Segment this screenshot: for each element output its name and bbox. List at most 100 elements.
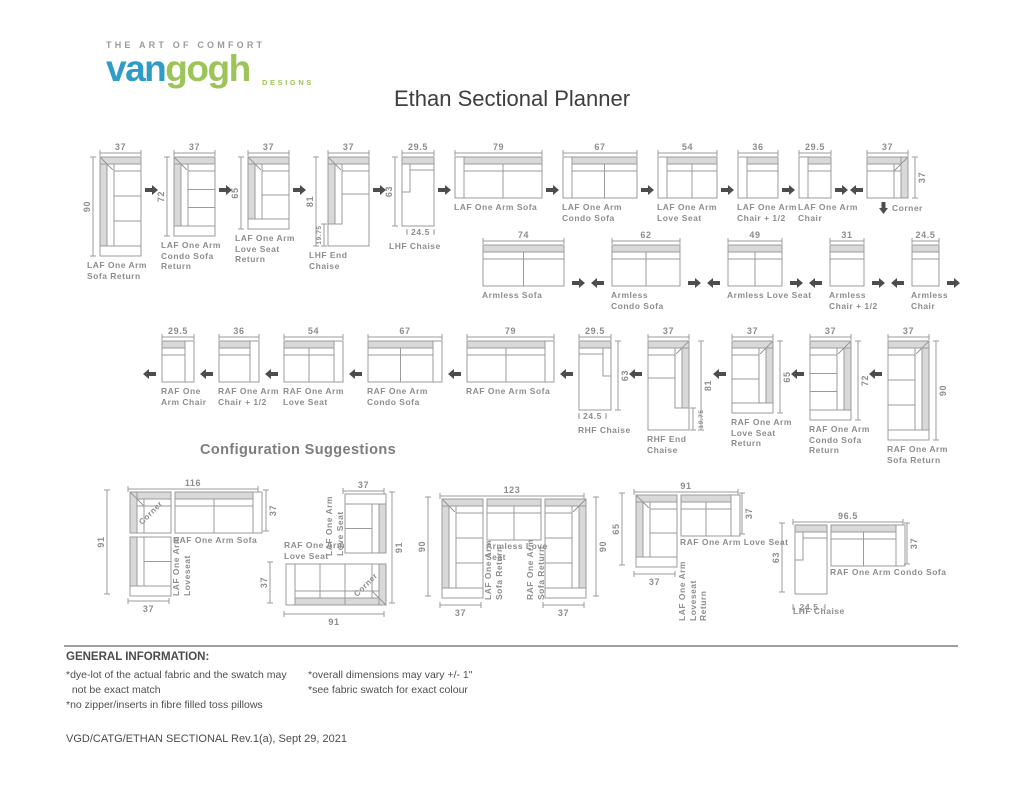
piece-label: LAF One Arm Chair + 1/2 xyxy=(737,202,797,223)
svg-text:96.5: 96.5 xyxy=(838,511,858,521)
svg-text:24.5: 24.5 xyxy=(583,411,602,421)
page-title: Ethan Sectional Planner xyxy=(393,86,631,111)
dimension: 37 xyxy=(339,480,388,498)
piece-label: LAF One Arm Love Seat Return xyxy=(235,233,295,264)
dimension: 91 xyxy=(386,491,406,604)
document-reference: VGD/CATG/ETHAN SECTIONAL Rev.1(a), Sept … xyxy=(66,733,347,745)
dimension: 91 xyxy=(93,489,113,595)
piece-label: LAF One Arm Sofa Return xyxy=(87,260,147,281)
svg-text:65: 65 xyxy=(782,371,792,382)
svg-text:49: 49 xyxy=(749,230,760,240)
svg-text:90: 90 xyxy=(417,541,427,552)
flow-arrow-left-icon xyxy=(349,366,362,384)
flow-arrow-left-icon xyxy=(629,366,642,384)
svg-text:37: 37 xyxy=(558,608,569,618)
raf-one-arm-love-seat xyxy=(284,562,347,607)
dimension: 63 xyxy=(768,522,788,593)
piece-label: Armless Chair xyxy=(911,290,949,311)
svg-text:72: 72 xyxy=(860,375,870,386)
piece-label: LAF One Arm Condo Sofa xyxy=(562,202,622,223)
dimension: 37 xyxy=(630,571,679,589)
brand-designs: DESIGNS xyxy=(262,78,314,87)
flow-arrow-right-icon xyxy=(145,182,158,200)
flow-arrow-left-icon xyxy=(791,366,804,384)
raf-one-arm-sofa xyxy=(173,490,264,535)
general-info-notes-right: *overall dimensions may vary +/- 1"*see … xyxy=(308,668,473,698)
flow-arrow-right-icon xyxy=(782,182,795,200)
piece-label: RAF One Arm Chair + 1/2 xyxy=(218,386,279,407)
svg-text:37: 37 xyxy=(143,604,154,614)
svg-text:91: 91 xyxy=(328,617,339,627)
svg-text:81: 81 xyxy=(703,380,713,391)
piece-label: LAF One Arm Condo Sofa Return xyxy=(161,240,221,271)
dimension: 91 xyxy=(280,611,388,629)
brand-van: van xyxy=(106,48,167,89)
svg-text:91: 91 xyxy=(394,542,404,553)
svg-text:37: 37 xyxy=(744,508,754,519)
svg-text:63: 63 xyxy=(620,370,630,381)
piece-label-vertical: LAF One Arm Loveseat xyxy=(171,536,192,596)
svg-text:24.5: 24.5 xyxy=(800,602,819,612)
flow-arrow-left-icon xyxy=(869,366,882,384)
svg-text:36: 36 xyxy=(233,326,244,336)
flow-arrow-left-icon xyxy=(707,275,720,293)
piece-label: LAF One Arm Chair xyxy=(798,202,858,223)
svg-text:37: 37 xyxy=(189,142,200,152)
svg-text:63: 63 xyxy=(384,186,394,197)
piece-label: RHF Chaise xyxy=(578,425,631,435)
flow-arrow-right-icon xyxy=(790,275,803,293)
piece-label: Armless Sofa xyxy=(482,290,543,300)
svg-text:37: 37 xyxy=(909,538,919,549)
dimension: 90 xyxy=(414,496,434,597)
svg-text:90: 90 xyxy=(938,385,948,396)
svg-text:19.75: 19.75 xyxy=(316,225,323,244)
svg-text:91: 91 xyxy=(96,536,106,547)
dimension: 37 xyxy=(539,602,588,620)
flow-arrow-right-icon xyxy=(641,182,654,200)
svg-text:63: 63 xyxy=(771,552,781,563)
info-note: *see fabric swatch for exact colour xyxy=(308,684,468,696)
brand-logo: THE ART OF COMFORT vangogh DESIGNS xyxy=(106,40,314,89)
flow-arrow-right-icon xyxy=(721,182,734,200)
svg-text:90: 90 xyxy=(598,541,608,552)
laf-one-arm-loveseat-return xyxy=(634,493,679,569)
svg-text:79: 79 xyxy=(505,326,516,336)
config-suggestions-heading: Configuration Suggestions xyxy=(200,442,397,458)
flow-arrow-right-icon xyxy=(835,182,848,200)
svg-text:54: 54 xyxy=(308,326,319,336)
piece-label: RAF One Arm Love Seat xyxy=(283,386,344,407)
info-note: *no zipper/inserts in fibre filled toss … xyxy=(66,699,263,711)
laf-one-arm-sofa-return xyxy=(440,497,485,600)
piece-label-vertical: LAF One Arm Loveseat Return xyxy=(677,561,708,621)
flow-arrow-right-icon xyxy=(219,182,232,200)
dimension: 123 xyxy=(436,485,588,503)
brand-gogh: gogh xyxy=(165,48,251,89)
svg-text:37: 37 xyxy=(882,142,893,152)
flow-arrow-right-icon xyxy=(373,182,386,200)
svg-text:37: 37 xyxy=(343,142,354,152)
flow-arrow-left-icon xyxy=(713,366,726,384)
svg-text:37: 37 xyxy=(259,577,269,588)
svg-text:29.5: 29.5 xyxy=(408,142,428,152)
flow-arrow-left-icon xyxy=(560,366,573,384)
svg-text:19.75: 19.75 xyxy=(698,409,705,428)
svg-text:81: 81 xyxy=(305,196,315,207)
svg-text:37: 37 xyxy=(268,505,278,516)
flow-arrow-right-icon xyxy=(688,275,701,293)
piece-label-vertical: RAF One Arm Sofa Return xyxy=(525,539,546,600)
piece-label: RAF One Arm Condo Sofa xyxy=(367,386,428,407)
armless-love-seat xyxy=(485,497,543,542)
